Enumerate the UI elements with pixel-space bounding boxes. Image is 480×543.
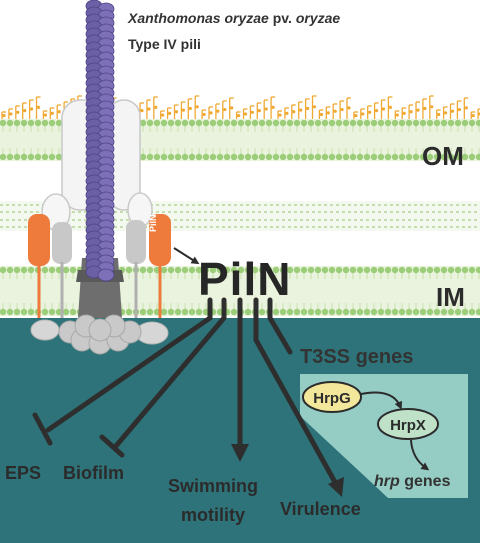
inhibition-bars	[32, 412, 125, 458]
hrp-italic: hrp	[374, 473, 400, 490]
piln-link-arrow	[173, 247, 200, 265]
hrpx-label: HrpX	[390, 417, 426, 434]
motility-label: motility	[181, 505, 246, 525]
pathovar-name: oryzae	[295, 10, 341, 26]
structure-title: Type IV pili	[128, 36, 201, 52]
branch-virulence	[253, 297, 339, 487]
im-lipid-heads-top	[0, 266, 480, 279]
virulence-arrowhead	[328, 477, 344, 497]
hrpx-to-genes-arrow	[410, 439, 430, 471]
eps-label: EPS	[5, 463, 42, 483]
organism-title: Xanthomonas oryzae pv. oryzae	[128, 10, 340, 26]
biofilm-label: Biofilm	[63, 463, 124, 483]
type-iv-pilus	[85, 0, 115, 282]
branch-eps	[45, 297, 213, 433]
activation-heads	[231, 444, 344, 497]
periplasmic-proteins-right	[126, 192, 171, 345]
piln-protein-label: PilN	[148, 214, 158, 232]
branch-t3ss	[267, 297, 293, 355]
piln-central-label: PilN	[198, 253, 292, 305]
branch-biofilm	[113, 297, 227, 449]
im-label: IM	[436, 282, 465, 312]
biofilm-inhibition-bar	[99, 434, 125, 458]
hrp-genes-suffix: genes	[404, 473, 451, 490]
virulence-label: Virulence	[280, 499, 361, 519]
lps-layer	[1, 95, 480, 120]
swimming-arrowhead	[231, 444, 249, 462]
piln-branches	[45, 297, 339, 487]
hrp-genes-label: hrp genes	[374, 473, 450, 491]
swimming-label: Swimming	[168, 476, 259, 496]
hrp-cascade: HrpG HrpX	[302, 381, 439, 471]
hrpg-label: HrpG	[313, 390, 351, 407]
hrpg-node	[302, 381, 362, 413]
organism-name: Xanthomonas oryzae	[128, 10, 269, 26]
om-label: OM	[422, 141, 464, 171]
pathovar-prefix: pv.	[272, 10, 292, 26]
hrpx-node	[377, 408, 439, 440]
eps-inhibition-bar	[32, 412, 53, 446]
hrpg-to-hrpx-arrow	[360, 391, 403, 410]
t3ss-genes-label: T3SS genes	[300, 346, 414, 368]
periplasmic-proteins-left	[28, 193, 72, 341]
